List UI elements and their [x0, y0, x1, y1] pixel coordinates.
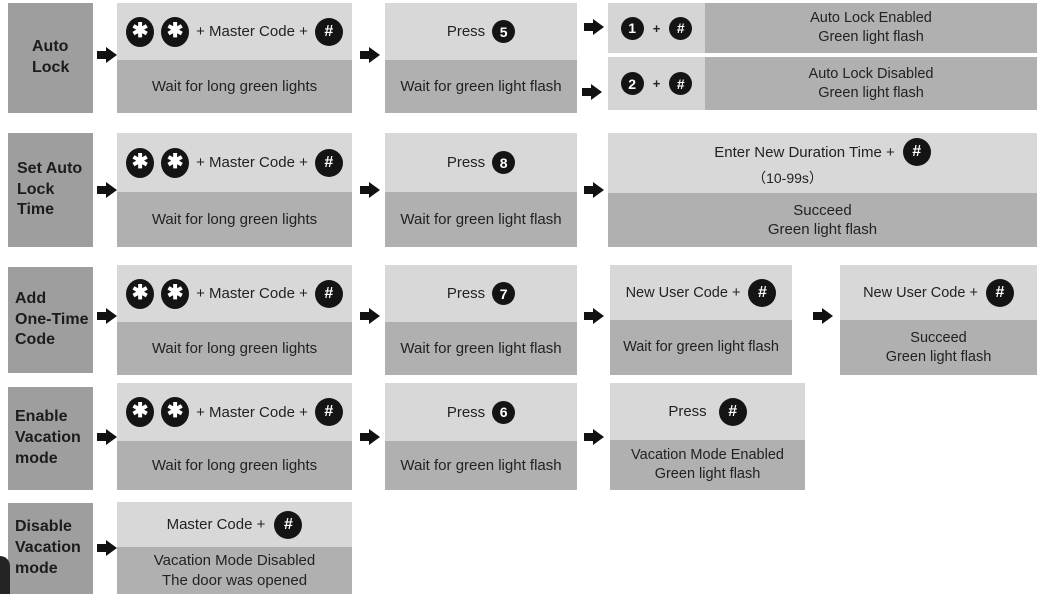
- step-status-text: Wait for green light flash: [385, 322, 577, 375]
- step-status-text: Wait for green light flash: [385, 192, 577, 247]
- arrow-right-icon: [97, 182, 117, 198]
- step-text: + Master Code +: [196, 285, 308, 302]
- set-time-step2-box: Press 8 Wait for green light flash: [385, 133, 577, 247]
- arrow-right-icon: [360, 47, 380, 63]
- key-hash-icon: #: [718, 397, 747, 426]
- key-hash-icon: #: [274, 510, 303, 539]
- step-status-text: Wait for long green lights: [117, 441, 352, 490]
- key-asterisk-icon: ✱: [161, 278, 190, 309]
- key-5-icon: 5: [492, 20, 516, 43]
- step-status-text: Vacation Mode Disabled The door was open…: [117, 547, 352, 594]
- key-hash-icon: #: [314, 148, 343, 177]
- key-asterisk-icon: ✱: [126, 16, 155, 47]
- auto-lock-disable-keys-box: 2 + #: [608, 57, 705, 110]
- step-status-text: Wait for long green lights: [117, 60, 352, 113]
- plus-sign: +: [652, 20, 661, 36]
- step-text: Press: [446, 285, 486, 302]
- row-label-add-one-time-code: Add One-Time Code: [8, 267, 93, 373]
- one-time-code-step1-box: ✱ ✱ + Master Code + # Wait for long gree…: [117, 265, 352, 375]
- plus-sign: +: [652, 76, 661, 91]
- arrow-right-icon: [813, 308, 833, 324]
- key-asterisk-icon: ✱: [161, 16, 190, 47]
- step-text: + Master Code +: [196, 23, 308, 40]
- key-asterisk-icon: ✱: [126, 147, 155, 178]
- key-hash-icon: #: [902, 138, 931, 166]
- key-2-icon: 2: [620, 72, 644, 95]
- row-label-disable-vacation-mode: Disable Vacation mode: [8, 503, 93, 594]
- step-status-text: Succeed Green light flash: [608, 193, 1037, 247]
- arrow-right-icon: [582, 84, 602, 100]
- arrow-right-icon: [360, 182, 380, 198]
- arrow-right-icon: [360, 308, 380, 324]
- arrow-right-icon: [584, 429, 604, 445]
- row-label-auto-lock: Auto Lock: [8, 3, 93, 113]
- enable-vacation-step2-box: Press 6 Wait for green light flash: [385, 383, 577, 490]
- key-asterisk-icon: ✱: [126, 278, 155, 309]
- auto-lock-step2-box: Press 5 Wait for green light flash: [385, 3, 577, 113]
- key-asterisk-icon: ✱: [161, 147, 190, 178]
- row-label-set-auto-lock-time: Set Auto Lock Time: [8, 133, 93, 247]
- disable-vacation-step1-box: Master Code + # Vacation Mode Disabled T…: [117, 502, 352, 594]
- page-edge-tab: [0, 556, 10, 594]
- key-asterisk-icon: ✱: [161, 397, 190, 427]
- step-text: Press: [668, 403, 707, 420]
- key-hash-icon: #: [669, 16, 693, 40]
- step-status-text: Succeed Green light flash: [840, 320, 1037, 375]
- duration-range-text: （10-99s）: [752, 170, 823, 186]
- one-time-code-step2-box: Press 7 Wait for green light flash: [385, 265, 577, 375]
- key-6-icon: 6: [492, 400, 516, 424]
- step-text: Press: [446, 403, 486, 421]
- arrow-right-icon: [97, 540, 117, 556]
- arrow-right-icon: [360, 429, 380, 445]
- key-hash-icon: #: [314, 398, 343, 426]
- step-text: + Master Code +: [196, 154, 308, 171]
- arrow-right-icon: [584, 19, 604, 35]
- auto-lock-enabled-result-box: Auto Lock Enabled Green light flash: [705, 3, 1037, 53]
- auto-lock-step1-box: ✱ ✱ + Master Code + # Wait for long gree…: [117, 3, 352, 113]
- arrow-right-icon: [97, 47, 117, 63]
- enable-vacation-step1-box: ✱ ✱ + Master Code + # Wait for long gree…: [117, 383, 352, 490]
- step-text: Enter New Duration Time +: [714, 143, 895, 161]
- step-text: Press: [446, 23, 486, 40]
- key-hash-icon: #: [314, 279, 343, 308]
- key-hash-icon: #: [669, 72, 693, 95]
- auto-lock-disabled-result-box: Auto Lock Disabled Green light flash: [705, 57, 1037, 110]
- arrow-right-icon: [584, 308, 604, 324]
- one-time-code-step4-box: New User Code + # Succeed Green light fl…: [840, 265, 1037, 375]
- key-asterisk-icon: ✱: [126, 397, 155, 427]
- arrow-right-icon: [97, 308, 117, 324]
- arrow-right-icon: [584, 182, 604, 198]
- key-hash-icon: #: [748, 278, 777, 307]
- step-status-text: Wait for green light flash: [385, 441, 577, 490]
- step-text: Master Code +: [166, 516, 266, 533]
- step-status-text: Wait for long green lights: [117, 322, 352, 375]
- one-time-code-step3-box: New User Code + # Wait for green light f…: [610, 265, 792, 375]
- step-status-text: Wait for green light flash: [610, 320, 792, 375]
- key-hash-icon: #: [985, 278, 1014, 307]
- key-7-icon: 7: [492, 282, 516, 305]
- key-1-icon: 1: [620, 16, 644, 40]
- step-text: New User Code +: [625, 284, 741, 301]
- key-hash-icon: #: [314, 17, 343, 46]
- arrow-right-icon: [97, 429, 117, 445]
- auto-lock-enable-keys-box: 1 + #: [608, 3, 705, 53]
- row-label-enable-vacation-mode: Enable Vacation mode: [8, 387, 93, 490]
- step-text: New User Code +: [863, 284, 978, 301]
- set-time-step1-box: ✱ ✱ + Master Code + # Wait for long gree…: [117, 133, 352, 247]
- key-8-icon: 8: [492, 151, 516, 174]
- step-status-text: Wait for green light flash: [385, 60, 577, 113]
- step-status-text: Vacation Mode Enabled Green light flash: [610, 440, 805, 490]
- enable-vacation-step3-box: Press # Vacation Mode Enabled Green ligh…: [610, 383, 805, 490]
- step-status-text: Wait for long green lights: [117, 192, 352, 247]
- step-text: + Master Code +: [196, 403, 308, 421]
- set-time-step3-box: Enter New Duration Time + # （10-99s） Suc…: [608, 133, 1037, 247]
- step-text: Press: [446, 154, 486, 171]
